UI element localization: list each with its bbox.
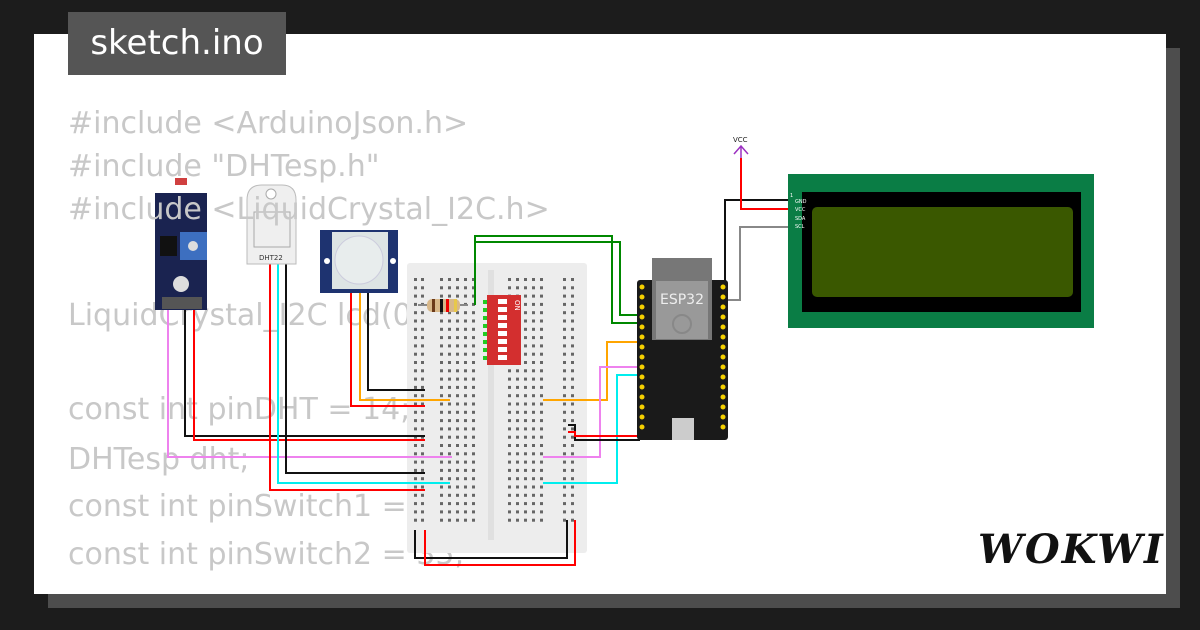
wires xyxy=(167,158,790,566)
wire-green xyxy=(474,235,640,324)
code-line: DHTesp dht; xyxy=(68,442,250,477)
wire-black xyxy=(724,199,790,283)
code-line: const int pinDHT = 14; xyxy=(68,392,411,427)
wire-orange xyxy=(543,341,640,401)
wire-red xyxy=(740,158,790,210)
wire-cyan xyxy=(543,374,640,484)
lcd-pin-sda: SDA xyxy=(795,216,806,222)
wire-black xyxy=(184,300,425,437)
breadboard[interactable] xyxy=(407,263,587,553)
wokwi-logo: WOKWI xyxy=(978,526,1165,573)
code-line: #include <ArduinoJson.h> xyxy=(68,106,469,141)
wire-red xyxy=(424,520,576,566)
wire-red xyxy=(193,300,425,441)
esp32-label: ESP32 xyxy=(660,292,704,308)
wire-black xyxy=(285,264,425,474)
svg-text:VCC: VCC xyxy=(733,136,748,144)
lcd-pin-scl: SCL xyxy=(795,224,805,230)
pir-motion-sensor[interactable] xyxy=(320,230,398,293)
ldr-sensor-module[interactable] xyxy=(155,178,207,310)
dip-switch[interactable]: ON xyxy=(483,295,521,365)
file-title: sketch.ino xyxy=(68,12,286,75)
resistor[interactable] xyxy=(418,299,468,312)
wire-black xyxy=(414,520,568,559)
dht22-label: DHT22 xyxy=(259,254,283,262)
code-line: const int pinSwitch1 = xyxy=(68,489,407,524)
wire-red xyxy=(568,431,640,437)
lcd-pin-vcc: VCC xyxy=(795,207,806,213)
code-line: LiquidCrystal_I2C lcd(0 xyxy=(68,298,412,333)
wire-orange xyxy=(359,293,450,401)
wire-black xyxy=(367,293,425,391)
wire-gray xyxy=(728,226,790,301)
dht22-sensor[interactable]: DHT22 xyxy=(246,184,297,265)
svg-text:1: 1 xyxy=(790,193,793,199)
wire-cyan xyxy=(277,264,450,484)
wire-pink xyxy=(167,300,452,458)
code-line: #include <LiquidCrystal_I2C.h> xyxy=(68,192,550,227)
wire-red xyxy=(269,264,425,491)
wire-red xyxy=(350,293,425,407)
lcd-2004-i2c[interactable]: 1 GND VCC SDA SCL xyxy=(788,174,1094,328)
vcc-power-label: VCC xyxy=(733,136,749,158)
dip-on-label: ON xyxy=(513,300,521,311)
esp32-board[interactable]: ESP32 xyxy=(637,258,728,440)
lcd-pin-gnd: GND xyxy=(795,199,807,205)
wire-pink xyxy=(543,366,640,458)
